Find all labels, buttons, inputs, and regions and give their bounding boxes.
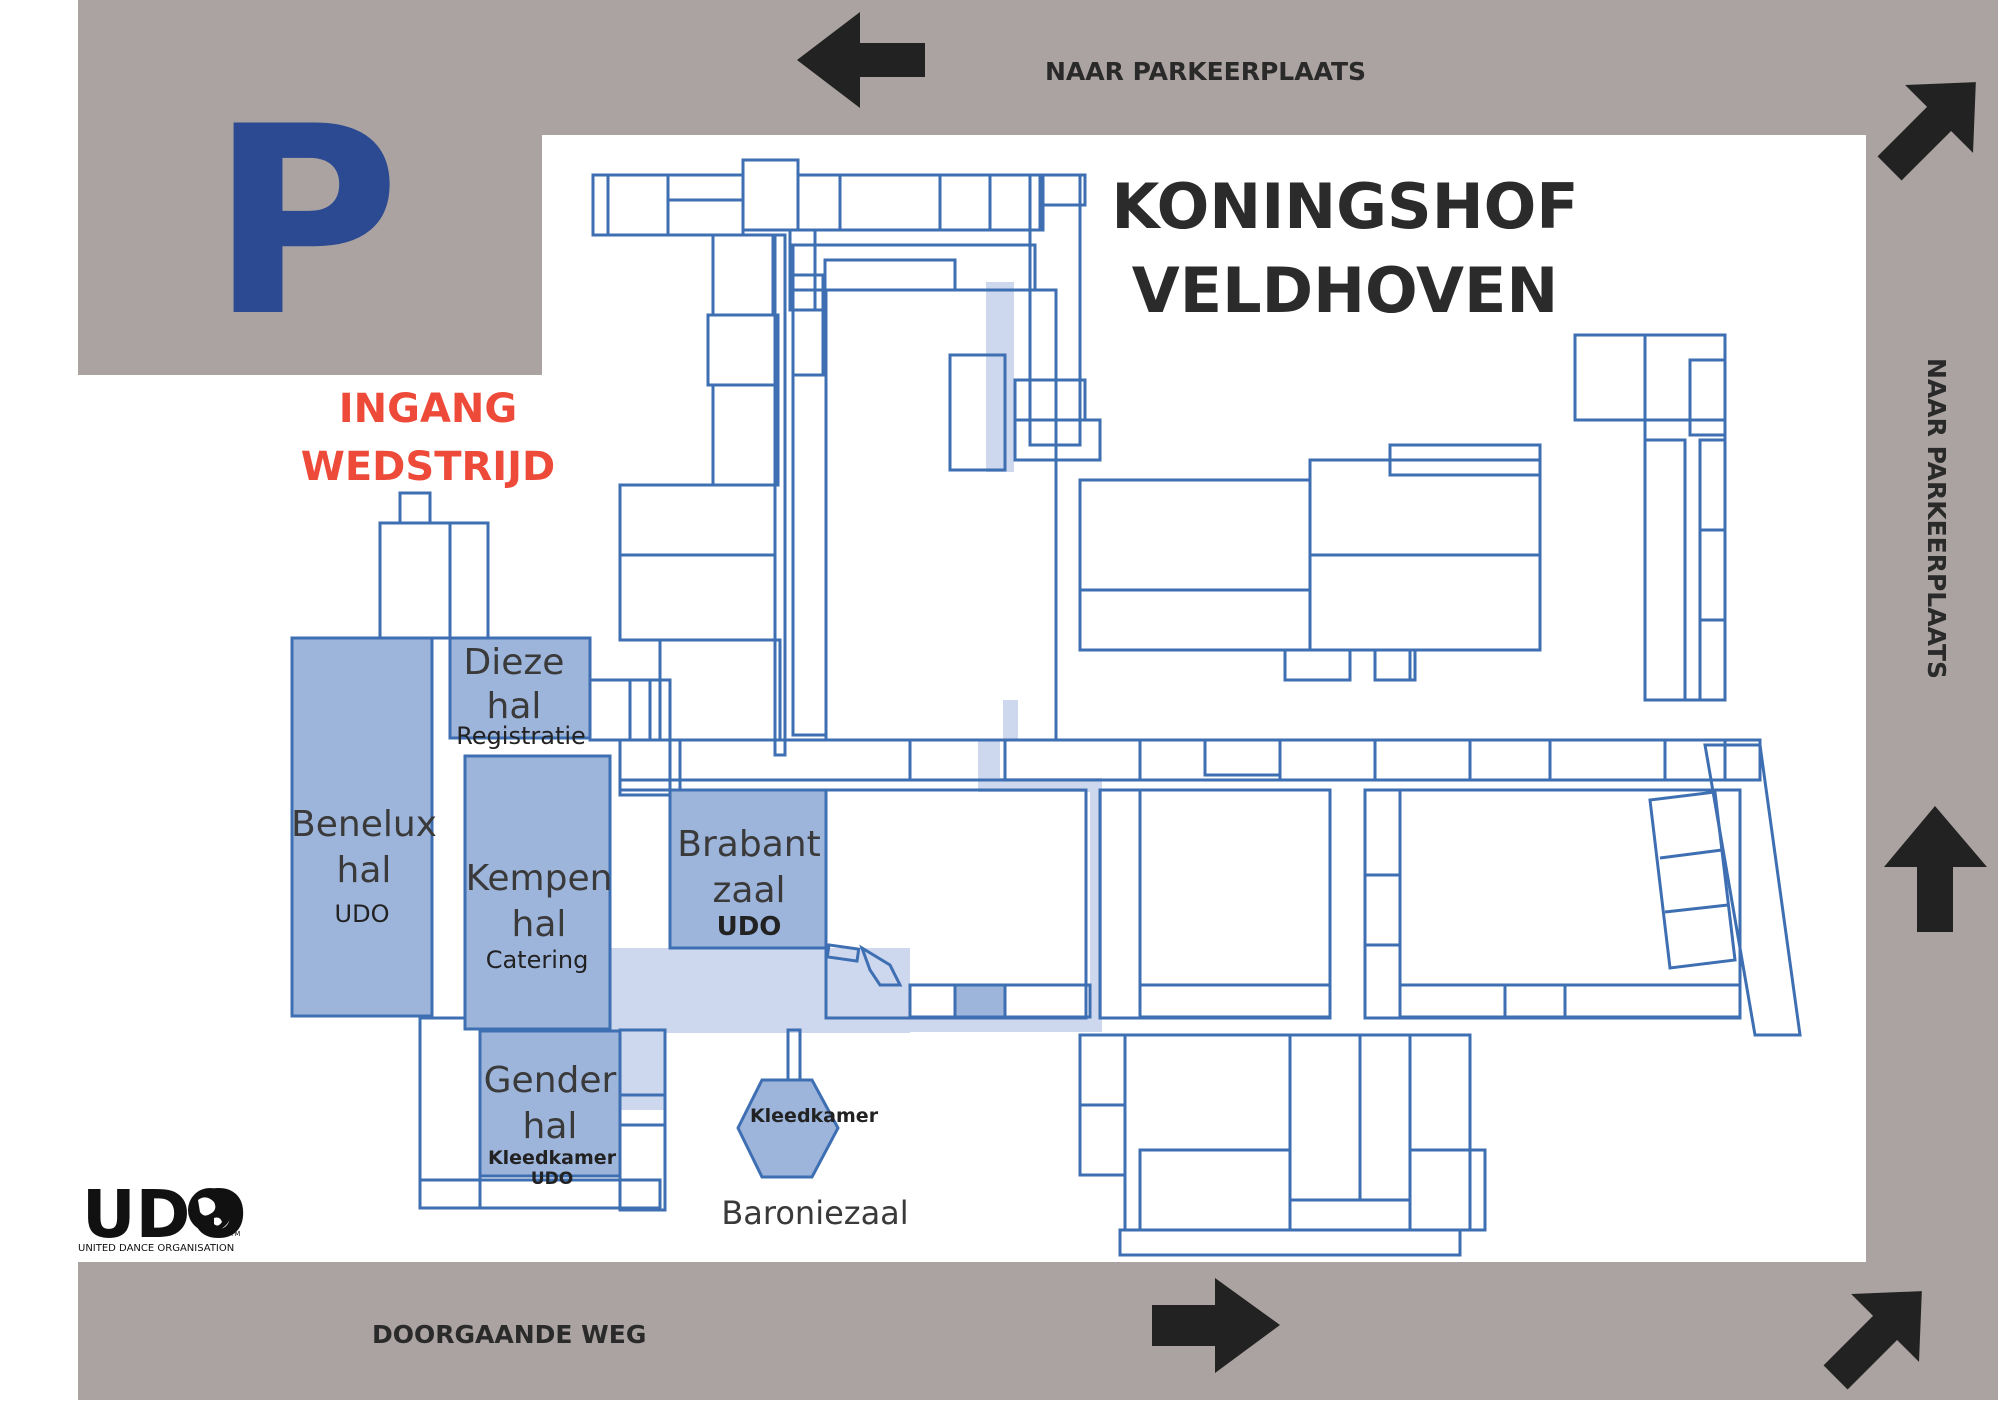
entrance-label-line1: INGANG: [339, 386, 517, 432]
road-right: [1866, 0, 1998, 1400]
udo-logo-tm: TM: [229, 1230, 240, 1238]
corridor-link: [1003, 700, 1018, 740]
benelux-hall-note: UDO: [335, 900, 390, 928]
small-hall-block: [953, 983, 1007, 1019]
udo-logo: UDO TM UNITED DANCE ORGANISATION: [78, 1176, 246, 1254]
baronie-hexagon: [736, 1078, 840, 1179]
road-label-right: NAAR PARKEERPLAATS: [1922, 358, 1951, 679]
road-bottom: [78, 1262, 1998, 1400]
corridor-ring-bottom: [910, 1018, 1090, 1032]
dieze-hall: [448, 636, 592, 740]
corridor-lobby: [608, 948, 910, 1033]
kempen-hall-label-line2: hal: [512, 904, 567, 945]
gender-hall-note-line1: Kleedkamer: [488, 1147, 617, 1169]
dieze-hall-label-line1: Dieze: [464, 642, 565, 683]
venue-title-line1: KONINGSHOF: [1111, 170, 1578, 243]
brabant-zaal-note: UDO: [717, 912, 782, 942]
baroniezaal-label: Baroniezaal: [721, 1194, 908, 1232]
corridor-upper: [986, 282, 1014, 472]
corridor-vertical: [978, 740, 1000, 780]
dieze-hall-label-line2: hal: [487, 686, 542, 727]
road-label-bottom: DOORGAANDE WEG: [372, 1320, 646, 1349]
roads: [78, 0, 1998, 1400]
halls: [290, 636, 1007, 1179]
brabant-zaal-label-line2: zaal: [712, 870, 785, 911]
brabant-zaal-label-line1: Brabant: [677, 824, 820, 865]
arrow-right-icon: [1152, 1278, 1280, 1373]
arrow-up-right-icon: [1823, 1291, 1922, 1390]
gender-hall: [478, 1029, 622, 1178]
gender-hall-note-line2: UDO: [531, 1169, 573, 1189]
gender-hall-label-line1: Gender: [484, 1060, 617, 1101]
globe-icon: [188, 1188, 232, 1232]
road-label-top: NAAR PARKEERPLAATS: [1045, 57, 1366, 86]
benelux-hall: [290, 636, 434, 1018]
entrance-label-line2: WEDSTRIJD: [301, 444, 556, 490]
arrow-left-icon: [797, 12, 925, 108]
kempen-hall-label-line1: Kempen: [466, 858, 613, 899]
kempen-hall: [463, 754, 612, 1031]
arrow-up-right-icon: [1877, 82, 1976, 181]
dieze-hall-note: Registratie: [456, 722, 586, 750]
brabant-zaal: [668, 788, 828, 950]
arrow-up-icon: [1884, 806, 1987, 932]
udo-logo-subtitle: UNITED DANCE ORGANISATION: [78, 1243, 234, 1254]
benelux-hall-label-line2: hal: [337, 850, 392, 891]
baronie-kleedkamer-note: Kleedkamer: [750, 1105, 879, 1127]
parking-area: [78, 0, 542, 375]
benelux-hall-label-line1: Benelux: [291, 804, 437, 845]
parking-symbol: P: [210, 72, 401, 374]
gender-hall-label-line2: hal: [523, 1106, 578, 1147]
venue-title-line2: VELDHOVEN: [1132, 254, 1558, 327]
kempen-hall-note: Catering: [486, 946, 589, 974]
